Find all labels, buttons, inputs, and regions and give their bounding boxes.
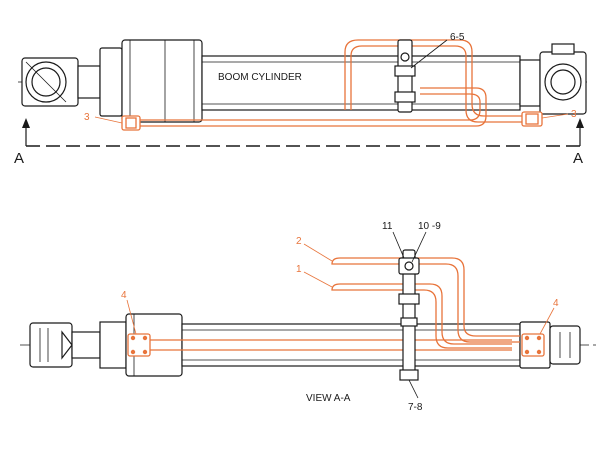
callout-10-9: 10 -9 bbox=[418, 221, 441, 232]
top-rod-eye bbox=[21, 57, 79, 107]
view-rod bbox=[71, 331, 101, 359]
view-rod-end bbox=[29, 322, 73, 368]
callout-leader-2 bbox=[303, 243, 333, 262]
callout-4-right: 4 bbox=[553, 298, 559, 309]
top-rod bbox=[77, 65, 101, 99]
view-left-flange bbox=[127, 333, 151, 357]
callout-leader-3-right bbox=[541, 113, 569, 119]
view-cylinder-head bbox=[99, 313, 183, 377]
cylinder-title: BOOM CYLINDER bbox=[218, 72, 302, 83]
view-right-flange bbox=[521, 333, 545, 357]
callout-1: 1 bbox=[296, 264, 302, 275]
callout-leader-4-right bbox=[539, 307, 555, 335]
callout-2: 2 bbox=[296, 236, 302, 247]
top-clamp-assembly bbox=[394, 39, 416, 113]
view-label: VIEW A-A bbox=[306, 393, 351, 404]
callout-leader-7-8 bbox=[408, 379, 419, 399]
callout-6-5: 6-5 bbox=[450, 32, 465, 43]
callout-leader-6-5 bbox=[410, 39, 448, 69]
callout-11: 11 bbox=[382, 221, 393, 232]
top-hose-routing bbox=[130, 39, 530, 127]
callout-7-8: 7-8 bbox=[408, 402, 423, 413]
top-base-eye bbox=[519, 43, 587, 115]
top-view: BOOM CYLINDER 6-5 3 3 bbox=[18, 32, 590, 131]
section-mark-left: A bbox=[14, 150, 24, 167]
top-left-flange bbox=[121, 115, 141, 131]
callout-3-right: 3 bbox=[571, 109, 577, 120]
top-right-flange bbox=[521, 111, 543, 127]
callout-leader-11 bbox=[392, 231, 405, 259]
callout-3-left: 3 bbox=[84, 112, 90, 123]
callout-leader-1 bbox=[303, 271, 333, 288]
top-cylinder-head bbox=[99, 39, 203, 123]
callout-4-left: 4 bbox=[121, 290, 127, 301]
section-mark-right: A bbox=[573, 150, 583, 167]
callout-leader-4-left bbox=[126, 299, 137, 335]
view-a-a: 11 10 -9 2 1 4 4 7-8 VIEW A-A bbox=[20, 221, 596, 413]
view-hose-routing bbox=[136, 257, 520, 351]
section-line-a-a: A A bbox=[14, 118, 584, 167]
callout-leader-3-left bbox=[94, 116, 123, 124]
view-barrel bbox=[181, 323, 521, 367]
callout-leader-10-9 bbox=[411, 231, 427, 263]
view-clamp-strap bbox=[398, 249, 420, 381]
